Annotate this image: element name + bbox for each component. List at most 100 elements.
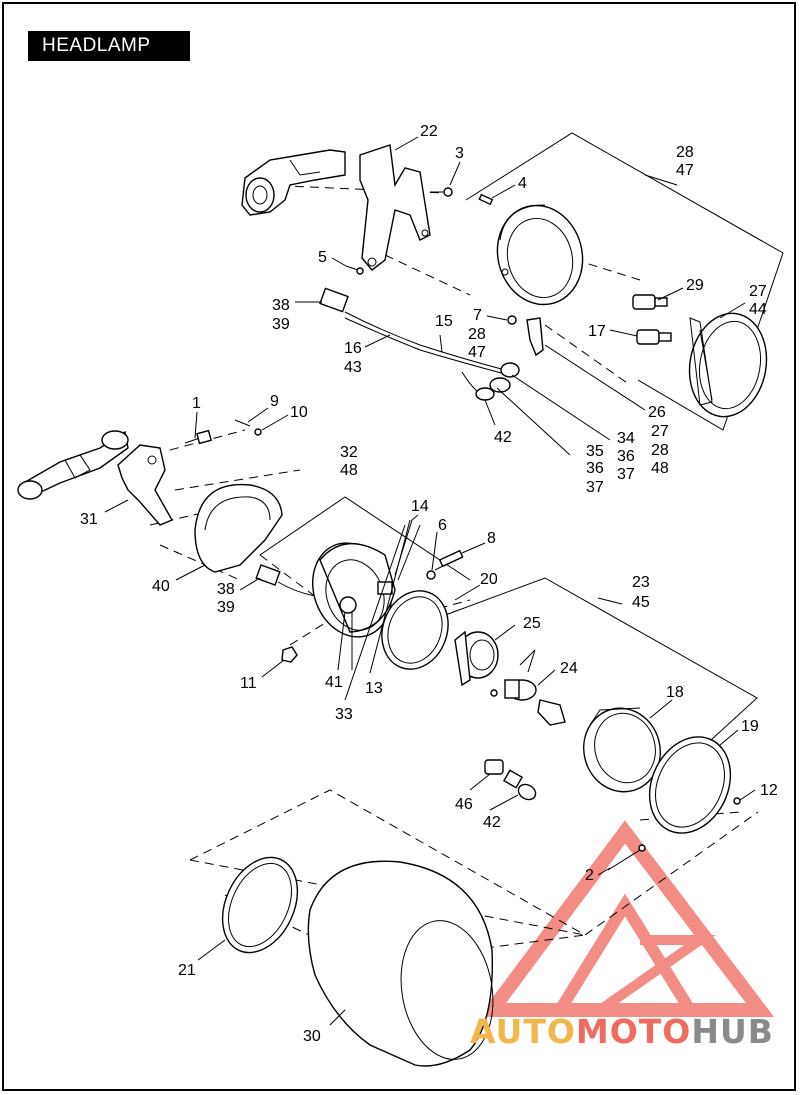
part-40-trim-ring-shroud	[194, 483, 283, 573]
callout-18: 18	[666, 684, 684, 701]
callout-48-low: 48	[651, 460, 669, 477]
callout-43: 43	[344, 359, 362, 376]
watermark-text: AUTOMOTOHUB	[470, 1012, 774, 1051]
part-27-44-headlamp-lens	[688, 312, 768, 418]
part-1-screw	[184, 429, 212, 445]
part-12-screw	[733, 797, 741, 805]
callout-8: 8	[487, 530, 496, 547]
callout-35: 35	[586, 443, 604, 460]
callout-28-mid: 28	[468, 326, 486, 343]
callout-47-mid: 47	[468, 344, 486, 361]
part-8-screw	[434, 549, 464, 571]
callout-2: 2	[585, 867, 594, 884]
part-4-screw	[478, 193, 494, 206]
group-bracket-32-48	[259, 496, 471, 581]
callout-6: 6	[438, 517, 447, 534]
part-42-bulb	[502, 769, 537, 801]
part-32-48-headlamp-bucket	[311, 542, 396, 638]
callout-42-low: 42	[483, 814, 501, 831]
callout-4: 4	[518, 175, 527, 192]
callout-23: 23	[632, 574, 650, 591]
callout-33: 33	[335, 706, 353, 723]
callout-48-mid: 48	[340, 462, 358, 479]
callout-29: 29	[686, 277, 704, 294]
watermark-text-part2: MOTO	[575, 1012, 692, 1051]
callout-22: 22	[420, 123, 438, 140]
callout-36-b: 36	[617, 448, 635, 465]
part-20-seal-ring	[381, 590, 449, 670]
part-10-washer	[254, 428, 262, 436]
callout-13: 13	[365, 680, 383, 697]
callout-26: 26	[648, 404, 666, 421]
upper-fork-clamp	[241, 149, 346, 216]
part-6-washer	[426, 570, 436, 580]
callout-7: 7	[473, 307, 482, 324]
leader-lines	[104, 136, 756, 1026]
callout-3: 3	[455, 145, 464, 162]
callout-42-top: 42	[494, 429, 512, 446]
callout-28-top: 28	[676, 144, 694, 161]
callout-labels: 22 3 28 47 4 5 29 27 44 38 39 7 15 28 47…	[80, 123, 778, 1045]
callout-10: 10	[290, 404, 308, 421]
part-24-headlamp-bulb	[490, 649, 566, 726]
callout-14: 14	[411, 498, 429, 515]
part-18-headlamp-lens	[583, 707, 661, 793]
part-5-screw	[345, 265, 364, 275]
part-7-nut	[507, 315, 517, 325]
group-bracket-28-47	[465, 132, 784, 431]
callout-9: 9	[270, 393, 279, 410]
callout-1: 1	[192, 395, 201, 412]
callout-46: 46	[455, 796, 473, 813]
callout-21: 21	[178, 962, 196, 979]
callout-37-b: 37	[617, 466, 635, 483]
callout-27-mid: 27	[651, 423, 669, 440]
part-3-screw	[430, 187, 453, 197]
callout-17: 17	[588, 323, 606, 340]
upper-headlamp-housing	[496, 204, 584, 306]
callout-41: 41	[325, 674, 343, 691]
callout-44: 44	[749, 301, 767, 318]
part-29-bulb-socket	[632, 294, 668, 310]
callout-40: 40	[152, 578, 170, 595]
part-31-bracket	[117, 444, 173, 526]
callout-31: 31	[80, 511, 98, 528]
part-46-position-lamp-socket	[484, 759, 504, 775]
watermark-logo	[478, 820, 775, 1017]
watermark-text-part1: AUTO	[470, 1012, 576, 1051]
callout-47-top: 47	[676, 162, 694, 179]
callout-34: 34	[617, 430, 635, 447]
callout-38-top: 38	[272, 297, 290, 314]
callout-37-a: 37	[586, 479, 604, 496]
callout-45: 45	[632, 594, 650, 611]
lower-fork-clamp	[17, 430, 129, 500]
callout-16: 16	[344, 340, 362, 357]
part-17-bulb-socket	[636, 329, 672, 345]
part-30-headlamp-cowl	[307, 860, 494, 1067]
callout-11: 11	[240, 675, 257, 692]
callout-36-a: 36	[586, 460, 604, 477]
part-21-fairing-seal	[221, 856, 299, 954]
callout-19: 19	[741, 718, 759, 735]
lower-connector-38-39	[255, 564, 316, 597]
callout-12: 12	[760, 782, 778, 799]
part-22-headlamp-bracket	[359, 144, 431, 271]
callout-39-top: 39	[272, 316, 290, 333]
callout-39-low: 39	[217, 599, 235, 616]
part-2-screw	[607, 844, 646, 871]
watermark-text-part3: HUB	[691, 1012, 774, 1051]
callout-25: 25	[523, 615, 541, 632]
page-title: HEADLAMP	[28, 31, 190, 61]
callout-38-low: 38	[217, 581, 235, 598]
part-15-16-wire-harness	[319, 287, 520, 401]
small-mount-tab	[526, 317, 544, 357]
callout-32: 32	[340, 444, 358, 461]
callout-20: 20	[480, 571, 498, 588]
callout-28-low: 28	[651, 442, 669, 459]
callout-24: 24	[560, 660, 578, 677]
group-bracket-23-45	[439, 577, 758, 751]
callout-15: 15	[435, 313, 453, 330]
part-25-bulb-socket	[454, 630, 499, 687]
callout-27-top: 27	[749, 283, 767, 300]
callout-5: 5	[318, 249, 327, 266]
